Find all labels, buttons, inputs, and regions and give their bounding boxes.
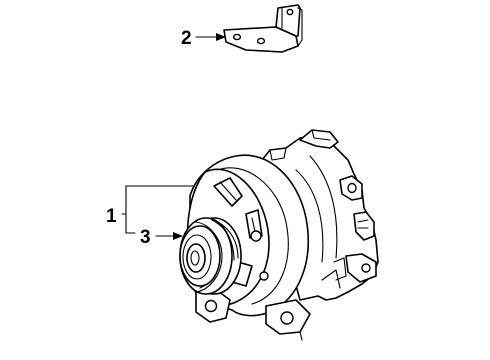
- callout-3: 3: [140, 227, 183, 248]
- callout-3-label: 3: [140, 227, 151, 248]
- callout-2: 2: [181, 28, 226, 49]
- callout-2-arrowhead: [216, 33, 226, 41]
- callout-3-arrowhead: [173, 232, 183, 240]
- pulley-icon: [179, 217, 269, 295]
- alternator-icon: [186, 129, 379, 341]
- callout-1-label: 1: [106, 206, 117, 227]
- callout-2-label: 2: [181, 28, 192, 49]
- mounting-bracket-icon: [223, 4, 303, 53]
